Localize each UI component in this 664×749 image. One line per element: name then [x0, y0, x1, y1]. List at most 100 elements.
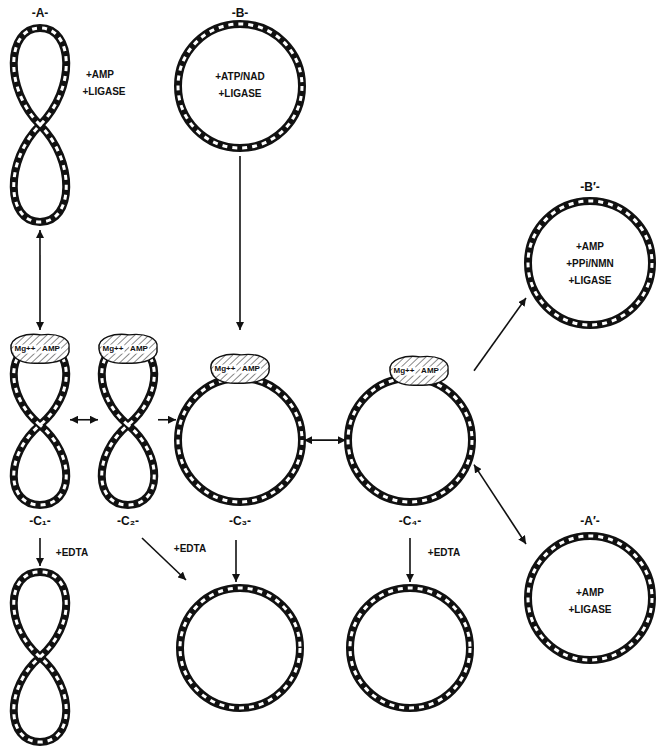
- enzyme-hatching: [390, 356, 448, 385]
- text-anchor: +AMP: [576, 241, 604, 252]
- reagent-label: +EDTA: [56, 547, 88, 558]
- reaction-arrow: [474, 298, 526, 371]
- enzyme-ground: [390, 356, 448, 385]
- text-anchor: +LIGASE: [82, 86, 125, 97]
- reaction-state: -A′- +AMP +LIGASE: [526, 512, 654, 672]
- reaction-state: -B- +ATP/NAD +LIGASE: [170, 4, 310, 156]
- dna-twist: [14, 345, 67, 505]
- dna-twist: [350, 588, 470, 708]
- dna-strand: [14, 28, 67, 222]
- reagent-label: +EDTA: [174, 543, 206, 554]
- dna-twist: [348, 378, 472, 502]
- cofactor-label: AMP: [129, 345, 149, 354]
- text-anchor: -C₃-: [229, 515, 251, 528]
- reagent-label: +LIGASE: [218, 88, 261, 99]
- text-anchor: Mg++: [14, 345, 37, 354]
- dna-strand: [178, 378, 302, 502]
- text-anchor: +AMP: [86, 69, 114, 80]
- enzyme-hatching: [11, 334, 69, 363]
- edta-arrow: [39, 538, 41, 566]
- text-anchor: -B′-: [580, 181, 600, 194]
- dna-twist: [178, 24, 302, 148]
- enzyme-blob: Mg++ AMP: [207, 352, 273, 386]
- text-anchor: +AMP: [576, 587, 604, 598]
- cofactor-label: Mg++: [393, 367, 416, 376]
- supercoiled-dna: [14, 28, 155, 742]
- relaxed-dna: [178, 24, 652, 708]
- reagent-label: +EDTA: [428, 547, 460, 558]
- reagent-label: +LIGASE: [568, 604, 611, 615]
- dna-strand: [102, 345, 155, 505]
- dna-twist: [180, 588, 300, 708]
- dna-twist: [14, 28, 67, 222]
- reaction-state: -A- +AMP +LIGASE: [8, 4, 138, 230]
- reaction-arrow: [158, 419, 176, 421]
- enzyme-hatching: [211, 354, 269, 383]
- dna-strand: [528, 536, 652, 660]
- enzyme-ground: [11, 334, 69, 363]
- state-label: -A-: [32, 7, 49, 20]
- enzyme-blob: Mg++ AMP: [386, 354, 452, 388]
- text-anchor: AMP: [41, 345, 61, 354]
- reagent-label: +ATP/NAD: [215, 71, 265, 82]
- reaction-arrow: [304, 439, 346, 441]
- text-anchor: -C₂-: [117, 515, 139, 528]
- dna-strand: [178, 24, 302, 148]
- state-label: -C₂-: [117, 515, 139, 528]
- edta-arrow: [409, 538, 411, 582]
- reagent-label: +LIGASE: [568, 275, 611, 286]
- text-anchor: +EDTA: [56, 547, 88, 558]
- text-anchor: +LIGASE: [568, 275, 611, 286]
- state-label: -C₁-: [29, 515, 51, 528]
- cofactor-label: Mg++: [214, 365, 237, 374]
- reaction-arrow: [474, 465, 526, 544]
- text-anchor: +EDTA: [428, 547, 460, 558]
- reagent-label: +AMP: [86, 69, 114, 80]
- enzyme-dna-complex: Mg++ AMP -C₄-: [346, 330, 474, 534]
- state-label: -C₄-: [399, 515, 421, 528]
- text-anchor: AMP: [129, 345, 149, 354]
- dna-strand: [528, 201, 652, 325]
- text-anchor: +PPi/NMN: [566, 258, 614, 269]
- state-label: -B′-: [580, 181, 600, 194]
- cofactor-label: AMP: [41, 345, 61, 354]
- reagent-label: +LIGASE: [82, 86, 125, 97]
- dna-strand: [14, 345, 67, 505]
- dna-twist: [102, 345, 155, 505]
- text-anchor: +EDTA: [174, 543, 206, 554]
- dna-twist: [528, 201, 652, 325]
- state-label: -B-: [232, 7, 249, 20]
- reagent-label: +AMP: [576, 241, 604, 252]
- text-anchor: -C₄-: [399, 515, 421, 528]
- text-anchor: Mg++: [393, 367, 416, 376]
- dna-strand: [348, 378, 472, 502]
- text-anchor: Mg++: [102, 345, 125, 354]
- dna-twist: [14, 572, 67, 742]
- enzyme-dna-complex: Mg++ AMP -C₂-: [98, 330, 158, 534]
- text-anchor: -A′-: [580, 515, 600, 528]
- text-anchor: AMP: [241, 365, 261, 374]
- text-anchor: -C₁-: [29, 515, 51, 528]
- state-label: -C₃-: [229, 515, 251, 528]
- enzyme-blob: Mg++ AMP: [7, 332, 73, 366]
- edta-arrows: [40, 538, 410, 582]
- cofactor-label: AMP: [241, 365, 261, 374]
- reaction-state: -B′- +AMP +PPi/NMN +LIGASE: [526, 178, 654, 328]
- text-anchor: -A-: [32, 7, 49, 20]
- reagent-label: +AMP: [576, 587, 604, 598]
- text-anchor: Mg++: [214, 365, 237, 374]
- state-label: -A′-: [580, 515, 600, 528]
- enzyme-ground: [211, 354, 269, 383]
- cofactor-label: Mg++: [14, 345, 37, 354]
- dna-strand: [180, 588, 300, 708]
- text-anchor: AMP: [420, 367, 440, 376]
- dna-twist: [528, 536, 652, 660]
- enzyme-blob: Mg++ AMP: [95, 332, 161, 366]
- text-anchor: +LIGASE: [218, 88, 261, 99]
- dna-twist: [178, 378, 302, 502]
- cofactor-label: Mg++: [102, 345, 125, 354]
- reagent-label: +PPi/NMN: [566, 258, 614, 269]
